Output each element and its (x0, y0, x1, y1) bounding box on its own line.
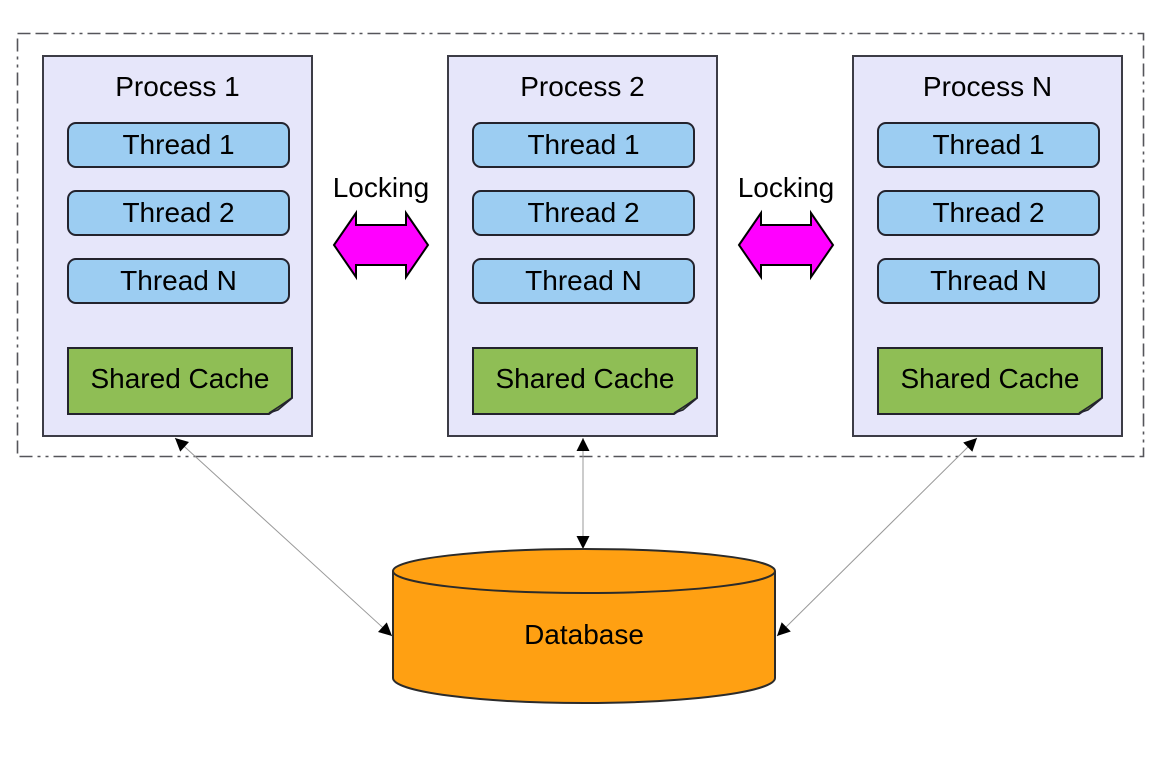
database-cylinder-body (392, 571, 776, 704)
process-box-2: Process 2 Thread 1 Thread 2 Thread N Sha… (447, 55, 718, 437)
shared-cache-note: Shared Cache (67, 347, 293, 415)
thread-box: Thread 2 (67, 190, 290, 236)
thread-box: Thread 2 (877, 190, 1100, 236)
shared-cache-label: Shared Cache (90, 363, 270, 394)
shared-cache-label: Shared Cache (900, 363, 1080, 394)
note-fold-icon (673, 398, 697, 414)
thread-box: Thread 1 (67, 122, 290, 168)
shared-cache-note: Shared Cache (472, 347, 698, 415)
process-box-n: Process N Thread 1 Thread 2 Thread N Sha… (852, 55, 1123, 437)
thread-box: Thread 2 (472, 190, 695, 236)
thread-box: Thread 1 (877, 122, 1100, 168)
process-title: Process N (922, 71, 1053, 102)
process-box-1: Process 1 Thread 1 Thread 2 Thread N Sha… (42, 55, 313, 437)
shared-cache-note: Shared Cache (877, 347, 1103, 415)
note-fold-icon (1078, 398, 1102, 414)
thread-box: Thread N (877, 258, 1100, 304)
thread-box: Thread N (67, 258, 290, 304)
locking-arrow-icon-left (332, 209, 430, 281)
connector-processN-database (776, 437, 978, 637)
thread-box: Thread 1 (472, 122, 695, 168)
shared-cache-label: Shared Cache (495, 363, 675, 394)
connector-process1-database (174, 437, 393, 637)
database-cylinder-top (392, 548, 776, 594)
locking-label-left: Locking (332, 172, 430, 203)
process-title: Process 2 (520, 71, 645, 102)
process-title: Process 1 (115, 71, 240, 102)
locking-arrow-icon-right (737, 209, 835, 281)
thread-box: Thread N (472, 258, 695, 304)
database-label: Database (524, 619, 644, 650)
note-fold-icon (268, 398, 292, 414)
locking-label-right: Locking (737, 172, 835, 203)
